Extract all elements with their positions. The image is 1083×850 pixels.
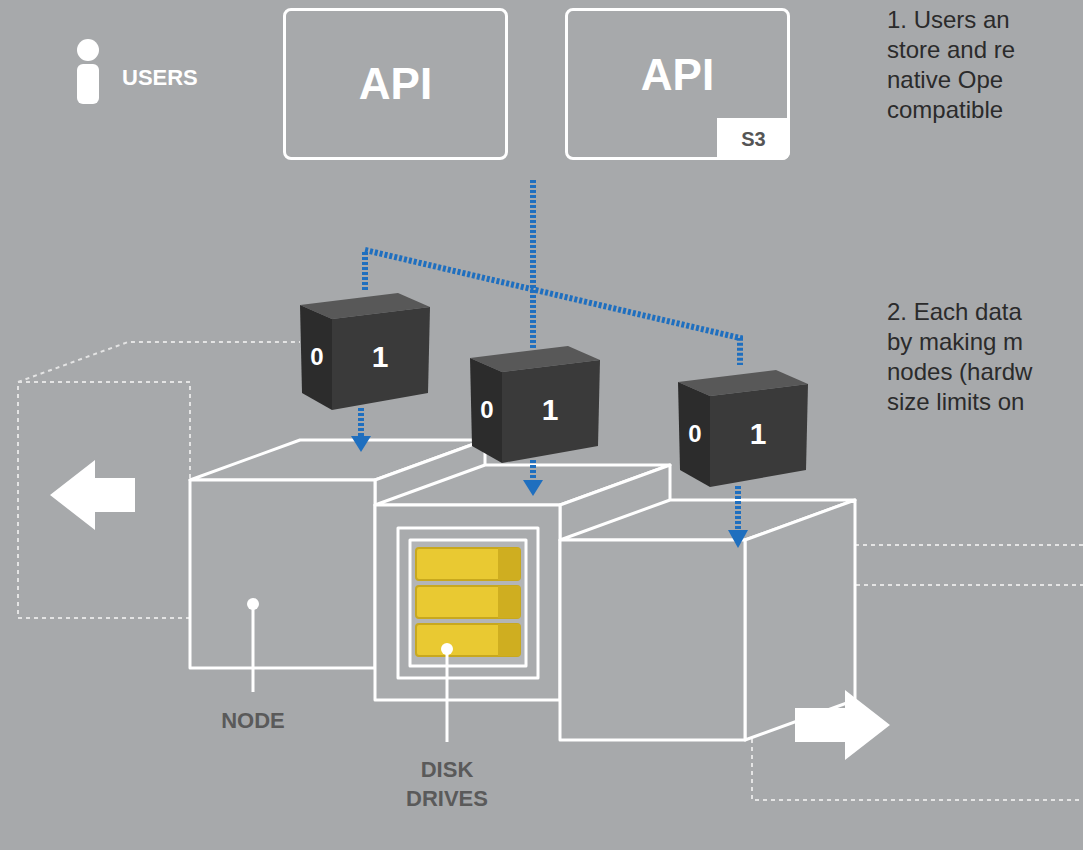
cube-front — [502, 360, 600, 463]
api-label: API — [359, 59, 432, 109]
cube-front — [710, 384, 808, 487]
s3-label: S3 — [741, 128, 765, 151]
note-text: native Ope — [887, 64, 1003, 95]
cube-side — [300, 305, 332, 410]
cube-side — [470, 358, 502, 463]
bit-digit: 0 — [688, 420, 701, 448]
note-text: nodes (hardw — [887, 356, 1032, 387]
scale-arrow-right — [795, 690, 890, 760]
data-cube: 01 — [300, 285, 430, 410]
node-box — [560, 500, 855, 740]
note-text: size limits on — [887, 386, 1024, 417]
note-text: 1. Users an — [887, 4, 1010, 35]
api-label: API — [641, 50, 714, 100]
leader-dot — [247, 598, 259, 610]
bit-digit: 1 — [542, 393, 559, 427]
note-text: compatible — [887, 94, 1003, 125]
api-box: API S3 — [565, 8, 790, 160]
user-head — [77, 39, 99, 61]
bit-digit: 1 — [372, 340, 389, 374]
bit-digit: 1 — [750, 417, 767, 451]
bit-digit: 0 — [310, 343, 323, 371]
s3-badge: S3 — [717, 118, 790, 160]
user-body — [77, 64, 99, 104]
leader-dot — [441, 643, 453, 655]
part-name: DISK DRIVES — [397, 756, 497, 813]
data-cube: 01 — [678, 362, 808, 487]
scale-arrow-left — [50, 460, 135, 530]
part-name: NODE — [221, 707, 285, 736]
note-text: 2. Each data — [887, 296, 1022, 327]
cube-front — [332, 307, 430, 410]
note-text: store and re — [887, 34, 1015, 65]
data-cube: 01 — [470, 338, 600, 463]
actor-label: USERS — [122, 64, 198, 93]
bit-digit: 0 — [480, 396, 493, 424]
cube-side — [678, 382, 710, 487]
api-box: API — [283, 8, 508, 160]
note-text: by making m — [887, 326, 1023, 357]
disk-drives — [416, 548, 520, 656]
